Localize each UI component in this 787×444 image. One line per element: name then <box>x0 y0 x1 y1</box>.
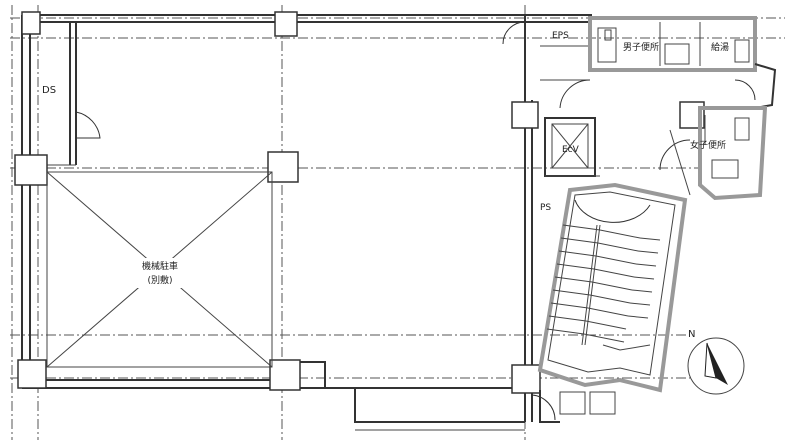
mens-toilet: 男子便所 給湯 <box>588 16 777 109</box>
stair-core: PS <box>537 182 688 393</box>
womens-toilet-label: 女子便所 <box>690 139 726 151</box>
mens-toilet-label: 男子便所 <box>623 41 659 53</box>
ds-room: DS <box>30 22 101 166</box>
mechanical-parking: 機械駐車 (別敷) <box>46 171 273 368</box>
janitor-label: 給湯 <box>711 41 729 53</box>
ds-label: DS <box>42 85 56 96</box>
parking-sublabel: (別敷) <box>147 274 172 286</box>
entrance-details <box>531 390 616 423</box>
womens-toilet: 女子便所 <box>659 106 768 201</box>
ps-label: PS <box>540 203 551 213</box>
eps-label: EPS <box>552 31 569 41</box>
columns <box>14 11 705 394</box>
eps-area: EPS <box>502 15 591 109</box>
exterior-walls <box>21 14 592 431</box>
stair-treads <box>546 224 661 351</box>
elevator-label: EcV <box>562 145 580 155</box>
north-label: N <box>688 329 695 340</box>
parking-label: 機械駐車 <box>142 260 178 272</box>
north-arrow: N <box>687 329 745 395</box>
elevator: EcV <box>544 117 600 177</box>
